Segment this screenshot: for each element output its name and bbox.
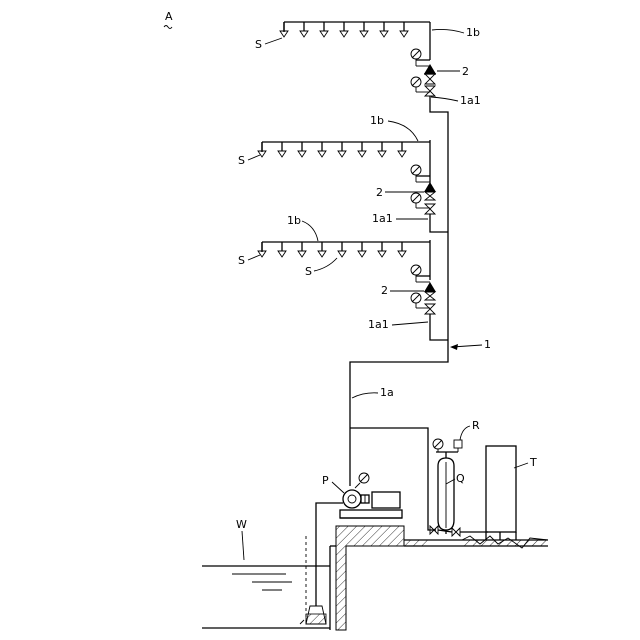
sprinkler-head bbox=[378, 242, 386, 257]
sprinkler-head bbox=[300, 22, 308, 37]
label-2-top: 2 bbox=[462, 65, 469, 78]
sprinkler-head bbox=[398, 142, 406, 157]
label-1b-lower: 1b bbox=[287, 214, 301, 227]
sprinkler-heads-top bbox=[280, 22, 408, 37]
label-main-pipe: 1 bbox=[484, 338, 491, 351]
pressure-switch bbox=[454, 440, 462, 452]
sprinkler-head bbox=[358, 142, 366, 157]
label-1a1-lower: 1a1 bbox=[368, 318, 389, 331]
sprinkler-head bbox=[400, 22, 408, 37]
label-pressure-tank: Q bbox=[456, 472, 465, 485]
figure-label: A bbox=[165, 10, 173, 23]
branch-pipe-middle bbox=[262, 142, 430, 152]
label-1b-middle: 1b bbox=[370, 114, 384, 127]
label-suction-pipe: 1a bbox=[380, 386, 394, 399]
sprinkler-head bbox=[338, 142, 346, 157]
tank-pressure-gauge bbox=[433, 439, 443, 452]
label-1a1-top: 1a1 bbox=[460, 94, 481, 107]
valve-unit-top bbox=[411, 49, 436, 100]
sprinkler-heads-middle bbox=[258, 142, 406, 157]
foundation bbox=[330, 526, 548, 630]
foot-valve-strainer bbox=[300, 606, 326, 624]
label-s-top: S bbox=[255, 38, 262, 51]
branch-pipe-top bbox=[284, 22, 430, 32]
label-tank: T bbox=[529, 456, 537, 469]
sprinkler-head bbox=[320, 22, 328, 37]
sprinkler-head bbox=[318, 242, 326, 257]
label-s-lower-mid: S bbox=[305, 265, 312, 278]
sprinkler-head bbox=[358, 242, 366, 257]
sprinkler-head bbox=[278, 242, 286, 257]
label-s-lower-left: S bbox=[238, 254, 245, 267]
branch-pipe-lower bbox=[262, 242, 430, 252]
sprinkler-head bbox=[258, 242, 266, 257]
sprinkler-head bbox=[278, 142, 286, 157]
label-2-lower: 2 bbox=[381, 284, 388, 297]
sprinkler-head bbox=[340, 22, 348, 37]
sprinkler-heads-lower bbox=[258, 242, 406, 257]
sprinkler-head bbox=[380, 22, 388, 37]
sprinkler-head bbox=[338, 242, 346, 257]
sprinkler-head bbox=[298, 142, 306, 157]
pump bbox=[340, 490, 402, 518]
sprinkler-head bbox=[360, 22, 368, 37]
storage-tank bbox=[486, 446, 516, 540]
pressure-tank bbox=[436, 452, 458, 534]
sprinkler-head bbox=[318, 142, 326, 157]
tank-valves bbox=[430, 526, 488, 536]
valve-unit-middle bbox=[411, 165, 436, 218]
label-pump: P bbox=[322, 474, 329, 487]
pump-pressure-gauge bbox=[355, 473, 369, 488]
label-pressure-switch: R bbox=[472, 419, 480, 432]
label-1b-top: 1b bbox=[466, 26, 480, 39]
label-1a1-middle: 1a1 bbox=[372, 212, 393, 225]
figure-label-tilde bbox=[164, 26, 172, 29]
label-water-source: W bbox=[236, 518, 247, 531]
sprinkler-head bbox=[298, 242, 306, 257]
sprinkler-head bbox=[258, 142, 266, 157]
valve-unit-lower bbox=[411, 265, 436, 316]
label-s-middle: S bbox=[238, 154, 245, 167]
sprinkler-head bbox=[280, 22, 288, 37]
sprinkler-head bbox=[378, 142, 386, 157]
label-2-middle: 2 bbox=[376, 186, 383, 199]
sprinkler-head bbox=[398, 242, 406, 257]
